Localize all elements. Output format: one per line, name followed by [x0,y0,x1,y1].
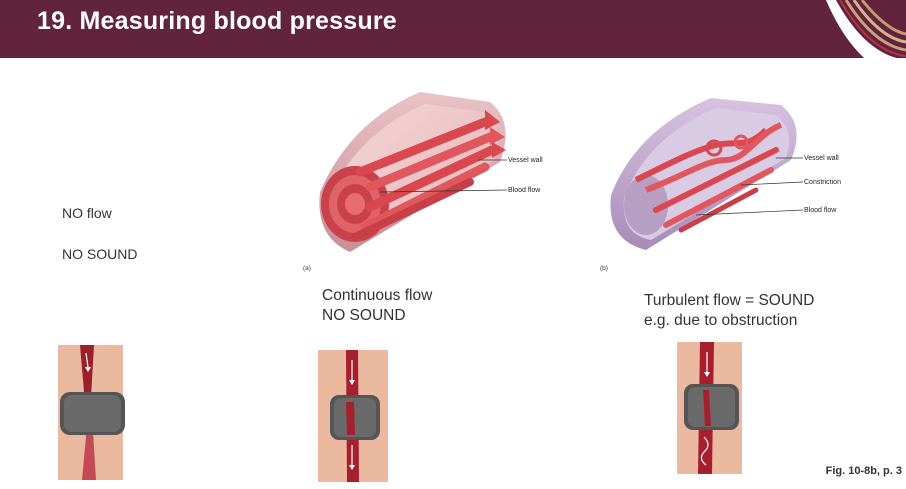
turbulent-flow-diagram: Vessel wall Constriction Blood flow [610,98,841,250]
title-bar: 19. Measuring blood pressure [0,0,906,58]
no-sound-text: NO SOUND [62,246,138,262]
panel-letter-a: (a) [303,265,311,272]
caption-a-line1: Continuous flow [322,287,433,304]
figure-reference: Fig. 10-8b, p. 3 [825,465,902,477]
label-blood-flow-a: Blood flow [508,187,541,194]
panel-letter-b: (b) [600,265,608,272]
cuff-continuous-flow-illustration [318,350,388,482]
cuff-no-flow-illustration [58,345,125,480]
label-blood-flow-b: Blood flow [804,207,837,214]
caption-a-line2: NO SOUND [322,307,406,324]
label-constriction-b: Constriction [804,179,841,186]
label-vessel-wall-b: Vessel wall [804,155,839,162]
cuff-turbulent-flow-illustration [677,342,742,474]
slide-title: 19. Measuring blood pressure [37,7,397,35]
corner-decoration [826,0,906,80]
no-flow-text: NO flow [62,205,112,221]
caption-b-line1: Turbulent flow = SOUND [644,292,815,309]
caption-b-line2: e.g. due to obstruction [644,312,798,329]
label-vessel-wall-a: Vessel wall [508,157,543,164]
laminar-flow-diagram: Vessel wall Blood flow [319,92,543,252]
